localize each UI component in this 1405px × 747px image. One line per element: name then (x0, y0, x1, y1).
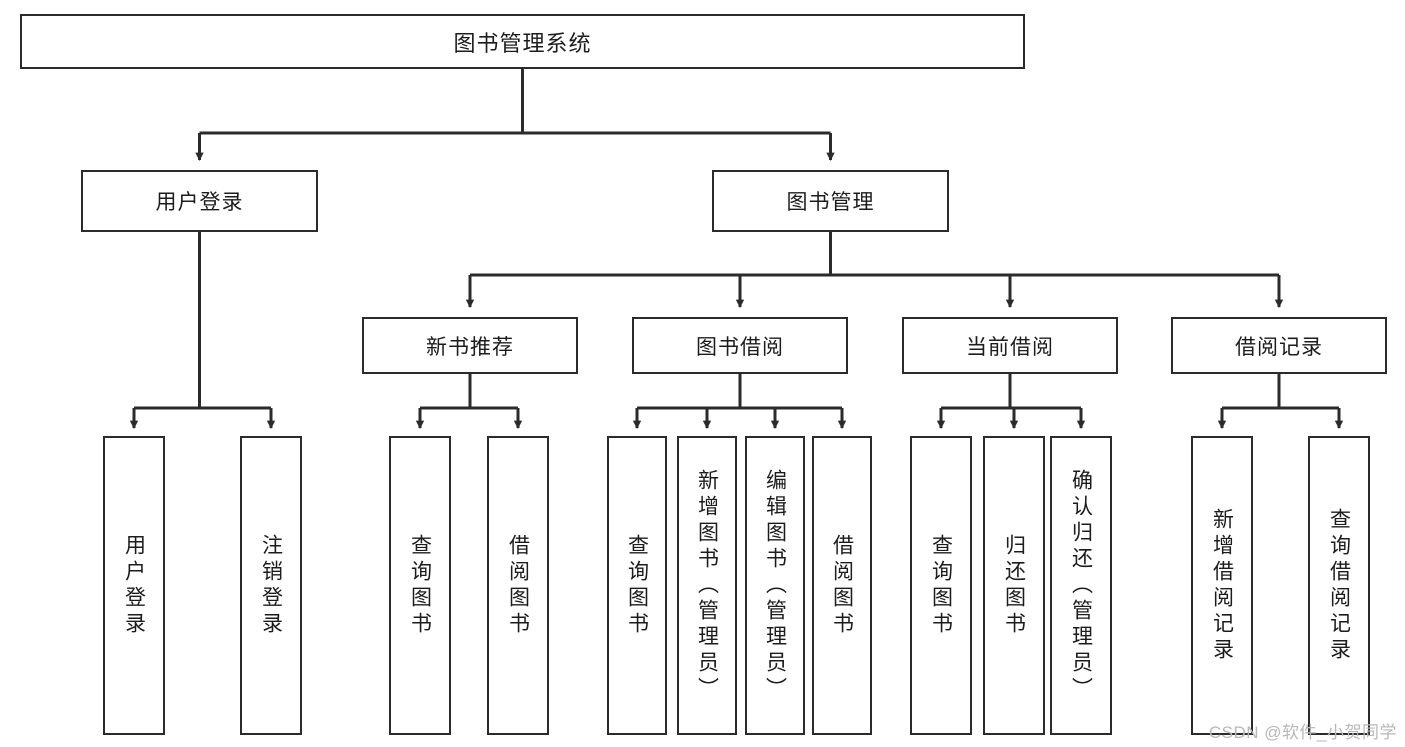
node-leaf-borrow-book[interactable]: 借阅图书 (812, 436, 872, 735)
node-leaf-add-borrow-record-label: 新增借阅记录 (1210, 507, 1234, 664)
node-leaf-query-borrow-record-label: 查询借阅记录 (1327, 507, 1351, 664)
node-leaf-query-book-current[interactable]: 查询图书 (910, 436, 972, 735)
node-leaf-query-book-recommend[interactable]: 查询图书 (389, 436, 451, 735)
node-leaf-query-book-recommend-label: 查询图书 (408, 533, 432, 638)
node-leaf-query-book-current-label: 查询图书 (929, 533, 953, 638)
node-leaf-confirm-return-admin[interactable]: 确认归还（管理员） (1050, 436, 1112, 735)
node-book-borrow-label: 图书借阅 (696, 335, 784, 359)
node-user-login[interactable]: 用户登录 (81, 170, 318, 232)
node-leaf-logout-label: 注销登录 (259, 533, 283, 638)
node-leaf-edit-book-admin-label: 编辑图书（管理员） (763, 468, 787, 703)
node-new-book-recommend-label: 新书推荐 (426, 335, 514, 359)
node-leaf-borrow-book-label: 借阅图书 (830, 533, 854, 638)
node-current-borrow-label: 当前借阅 (966, 335, 1054, 359)
node-book-borrow[interactable]: 图书借阅 (632, 317, 848, 374)
node-book-manage[interactable]: 图书管理 (712, 170, 949, 232)
node-leaf-add-book-admin[interactable]: 新增图书（管理员） (677, 436, 737, 735)
node-leaf-user-login-label: 用户登录 (122, 533, 146, 638)
node-leaf-query-book-borrow[interactable]: 查询图书 (607, 436, 667, 735)
node-leaf-add-book-admin-label: 新增图书（管理员） (695, 468, 719, 703)
node-root[interactable]: 图书管理系统 (20, 14, 1025, 69)
node-new-book-recommend[interactable]: 新书推荐 (362, 317, 578, 374)
node-leaf-query-book-borrow-label: 查询图书 (625, 533, 649, 638)
node-book-manage-label: 图书管理 (786, 191, 875, 214)
node-root-label: 图书管理系统 (453, 30, 592, 56)
node-leaf-logout[interactable]: 注销登录 (240, 436, 302, 735)
node-borrow-record[interactable]: 借阅记录 (1171, 317, 1387, 374)
node-user-login-label: 用户登录 (155, 191, 244, 214)
node-leaf-return-book[interactable]: 归还图书 (983, 436, 1045, 735)
node-leaf-borrow-book-recommend[interactable]: 借阅图书 (487, 436, 549, 735)
node-current-borrow[interactable]: 当前借阅 (902, 317, 1118, 374)
node-leaf-edit-book-admin[interactable]: 编辑图书（管理员） (745, 436, 805, 735)
csdn-watermark: CSDN @软件_小贺同学 (1208, 723, 1397, 742)
node-leaf-query-borrow-record[interactable]: 查询借阅记录 (1308, 436, 1370, 735)
node-leaf-return-book-label: 归还图书 (1002, 533, 1026, 638)
node-leaf-borrow-book-recommend-label: 借阅图书 (506, 533, 530, 638)
node-leaf-confirm-return-admin-label: 确认归还（管理员） (1069, 468, 1093, 703)
node-leaf-user-login[interactable]: 用户登录 (103, 436, 165, 735)
node-borrow-record-label: 借阅记录 (1235, 335, 1323, 359)
node-leaf-add-borrow-record[interactable]: 新增借阅记录 (1191, 436, 1253, 735)
